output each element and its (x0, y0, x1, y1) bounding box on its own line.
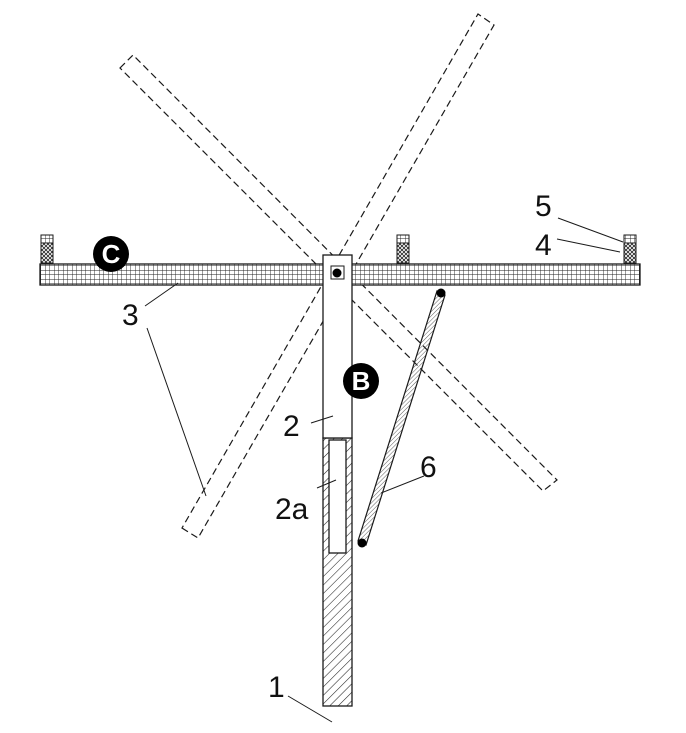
badge-c: C (93, 236, 129, 272)
label-3: 3 (122, 299, 139, 332)
strut-bottom-joint (357, 538, 367, 548)
clamp-block-middle (396, 234, 410, 264)
strut-top-joint (436, 288, 446, 298)
dashed-blade-rising (181, 13, 495, 539)
label-6: 6 (420, 451, 437, 484)
pivot-point (332, 268, 342, 278)
strut-rod (357, 288, 446, 548)
leader-5 (557, 217, 624, 243)
leader-1 (287, 695, 333, 723)
leader-lines (144, 217, 624, 723)
leader-6 (380, 475, 425, 494)
label-1: 1 (268, 671, 285, 704)
label-2: 2 (283, 410, 300, 443)
badge-b: B (343, 363, 379, 399)
inner-slide (328, 439, 347, 554)
leader-2 (310, 415, 334, 424)
label-2a: 2a (275, 493, 309, 526)
leader-4 (556, 238, 621, 253)
badge-b-letter: B (352, 366, 371, 396)
dashed-blade-falling (119, 54, 558, 492)
leader-3-bottom (146, 327, 207, 497)
leader-2a (316, 479, 337, 489)
leader-3-top (144, 282, 179, 307)
sleeve (322, 254, 353, 439)
label-5: 5 (535, 190, 552, 223)
badge-c-letter: C (102, 239, 121, 269)
clamp-block-left (40, 234, 54, 264)
clamp-block-right (623, 234, 637, 264)
label-4: 4 (535, 229, 552, 262)
dashed-blade-positions (119, 13, 558, 539)
